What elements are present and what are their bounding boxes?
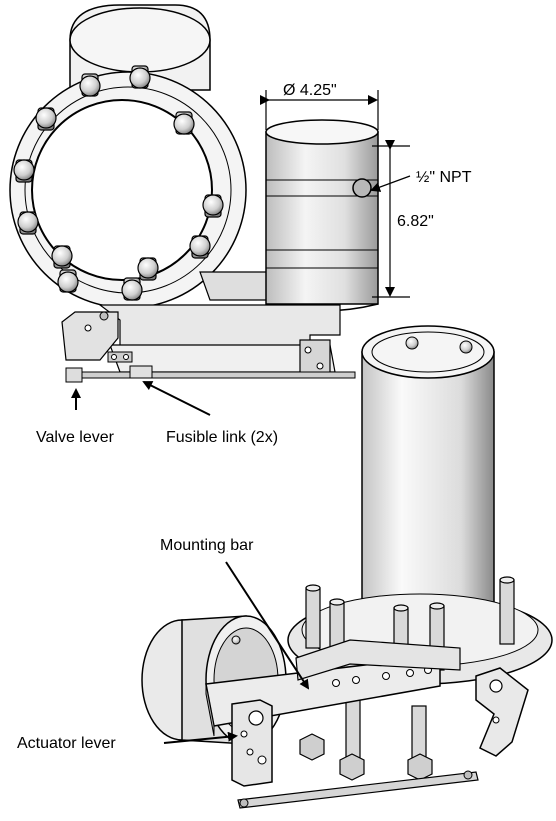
end-block (299, 339, 331, 377)
actuator-lever-label: Actuator lever (17, 735, 116, 752)
actuator-cylinder-iso (361, 325, 495, 641)
bolt (121, 277, 143, 301)
actuator-lever-arrow (163, 731, 238, 744)
actuator-cylinder-top (265, 119, 379, 312)
dimension-lines (260, 90, 411, 298)
fusible-link-arrow (142, 381, 211, 416)
npt-leader (370, 175, 411, 192)
bolt (129, 65, 151, 89)
linkage-rod-iso (237, 771, 479, 809)
mounting-bar-arrow (225, 561, 310, 690)
hex-nuts (299, 733, 433, 781)
pipe-body (69, 4, 211, 91)
valve-lever-label: Valve lever (36, 429, 115, 446)
flange-bore (31, 99, 213, 281)
bolt (79, 73, 101, 97)
npt-port (352, 178, 372, 198)
actuator-lever-block (231, 699, 273, 787)
flange-bolts (13, 65, 224, 301)
bolt (137, 257, 159, 281)
side-bracket (199, 271, 269, 301)
iso-view-assembly (141, 325, 553, 809)
top-callout-arrows (71, 381, 211, 416)
valve-lever-iso (475, 667, 529, 757)
bolt (35, 107, 57, 131)
valve-lever-plate (61, 311, 119, 361)
valve-lever-tip (65, 367, 83, 383)
top-view-assembly (9, 4, 379, 383)
fusible-link (107, 351, 153, 379)
npt-label: ½" NPT (416, 169, 472, 186)
iso-callout-arrows (163, 561, 310, 744)
bolt (13, 159, 35, 183)
bolt (51, 245, 73, 269)
bolt (189, 235, 211, 259)
diameter-label: Ø 4.25" (283, 82, 337, 99)
bolt (202, 194, 224, 218)
linkage-rod-top (67, 371, 356, 379)
mounting-bar-label: Mounting bar (160, 537, 254, 554)
fusible-link-label: Fusible link (2x) (166, 429, 278, 446)
bolt (17, 211, 39, 235)
bolt (57, 269, 79, 293)
upper-arm (295, 639, 461, 681)
bolt (173, 111, 195, 135)
height-label: 6.82" (397, 213, 434, 230)
